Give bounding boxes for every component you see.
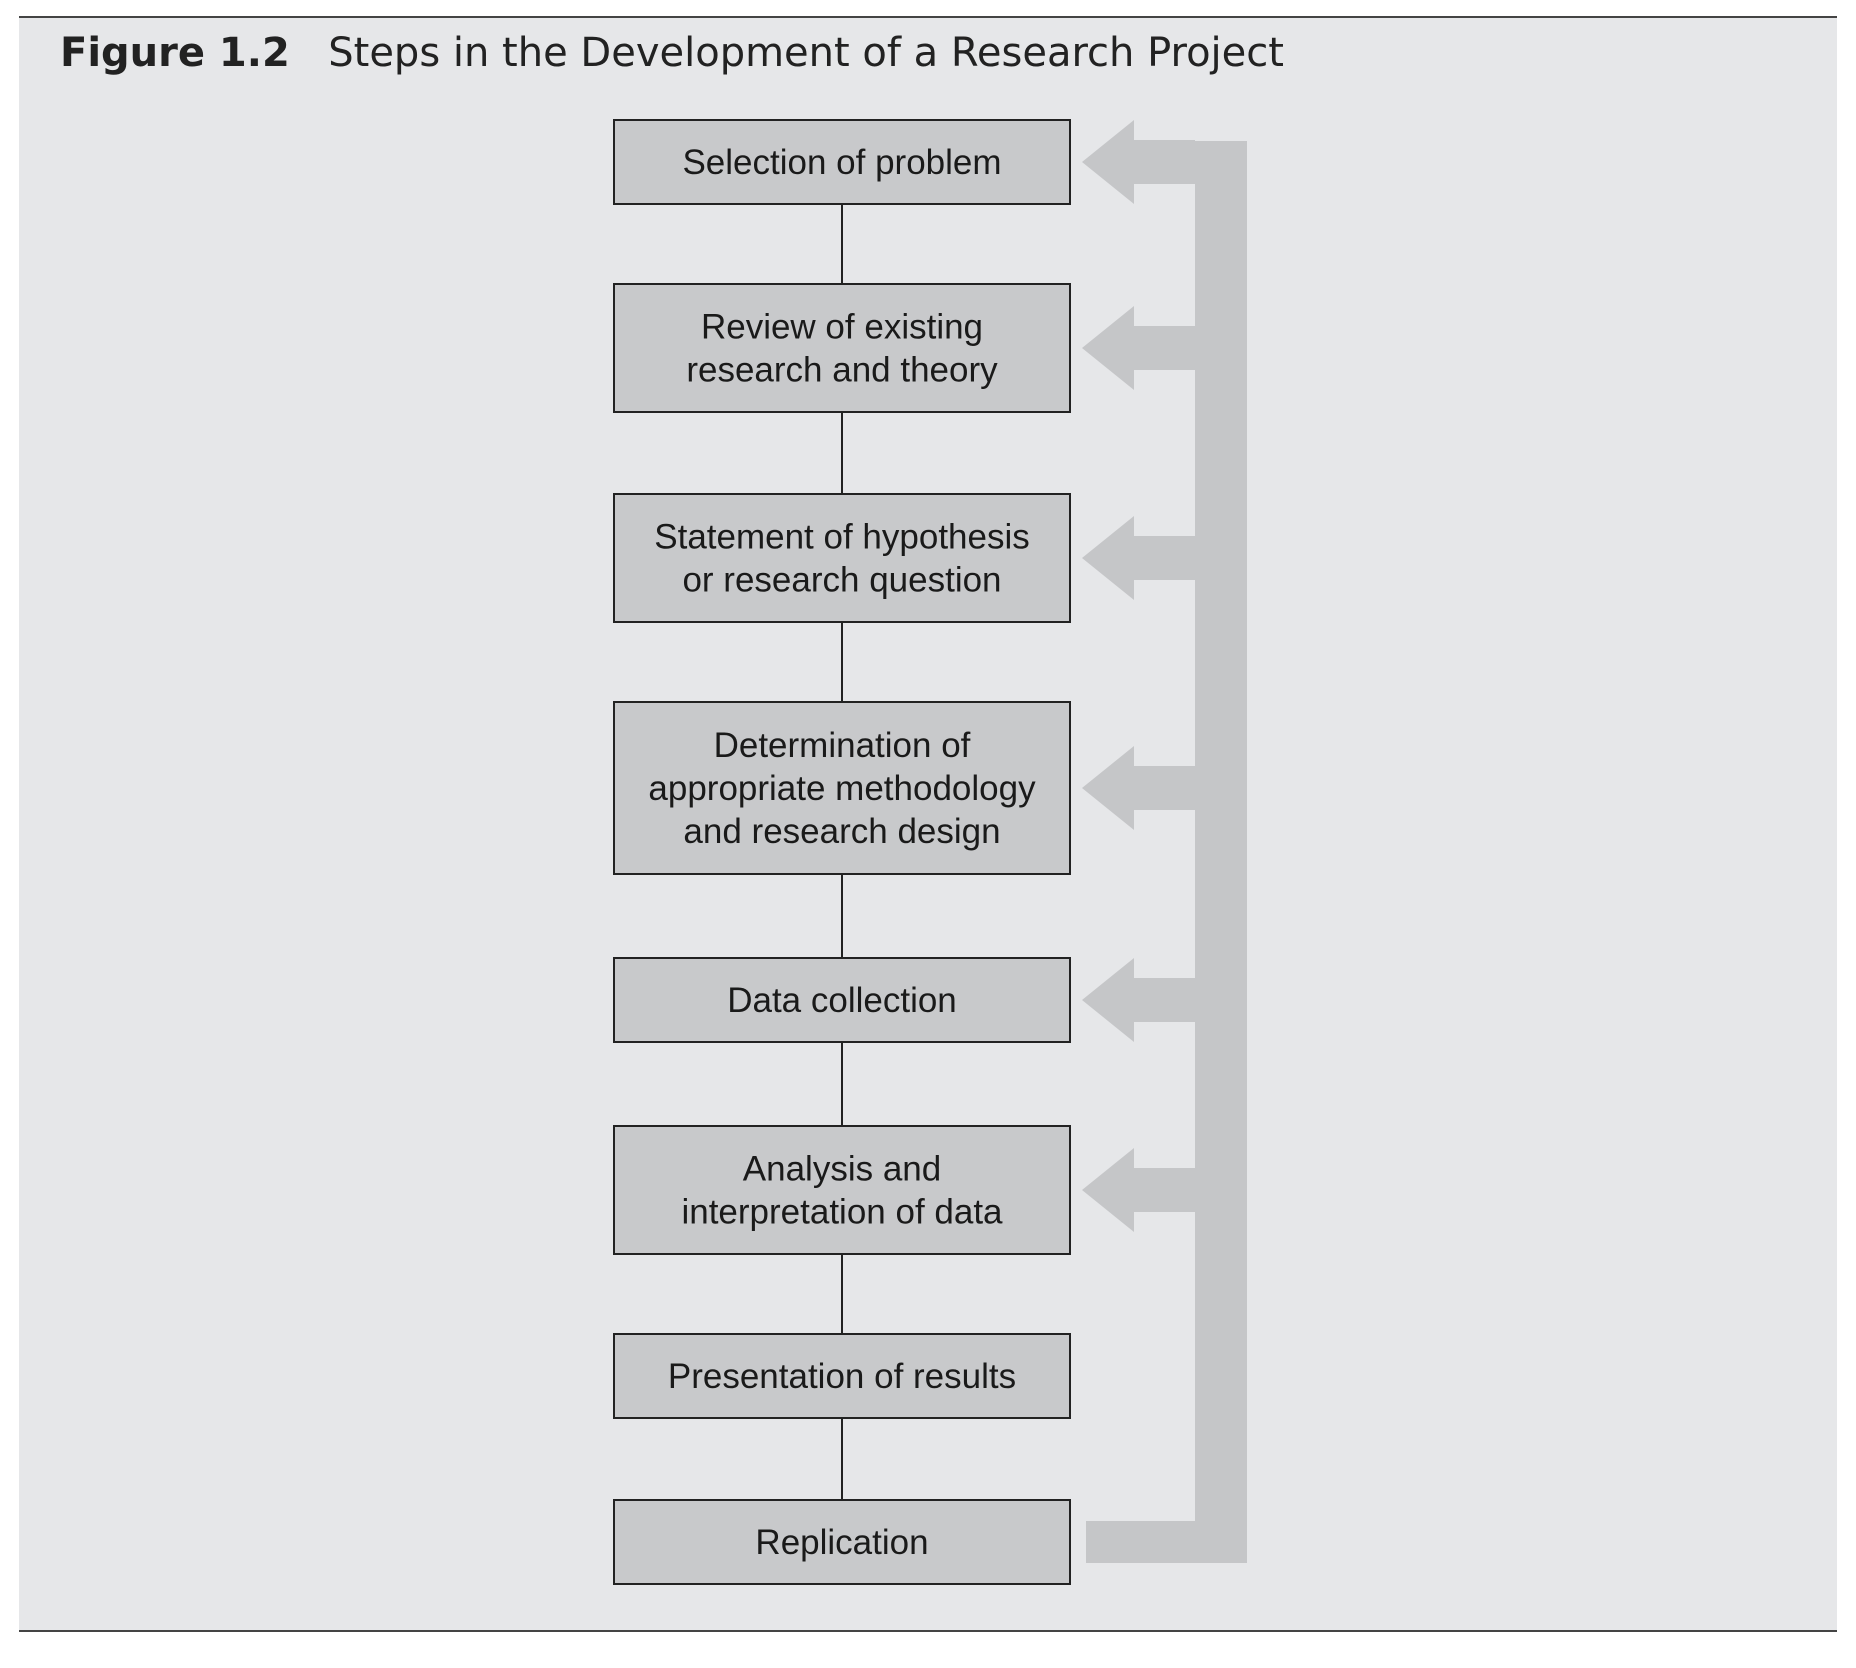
feedback-arrow-3 [1082,516,1195,600]
step-box-4 [613,701,1071,875]
feedback-arrow-4 [1082,746,1195,830]
feedback-arrow-6 [1082,1148,1195,1232]
step-label-3-line-2: or research question [682,561,1001,600]
step-label-6-line-1: Analysis and [743,1150,941,1189]
step-label-1-line-1: Selection of problem [682,143,1001,182]
feedback-arrow-5 [1082,958,1195,1042]
step-label-5-line-1: Data collection [727,981,957,1020]
step-box-8 [613,1499,1071,1585]
step-label-7-line-1: Presentation of results [668,1357,1016,1396]
step-label-8-line-1: Replication [755,1523,928,1562]
step-box-6 [613,1125,1071,1255]
step-box-7 [613,1333,1071,1419]
step-label-2-line-2: research and theory [686,351,998,390]
feedback-arrow-1 [1082,120,1195,204]
feedback-return-bar [1195,141,1247,1563]
step-box-5 [613,957,1071,1043]
figure-title: Steps in the Development of a Research P… [328,30,1284,76]
step-box-1 [613,119,1071,205]
step-label-4-line-2: appropriate methodology [648,769,1036,808]
figure-caption: Figure 1.2 Steps in the Development of a… [60,30,1284,76]
feedback-arrow-2 [1082,306,1195,390]
step-label-3-line-1: Statement of hypothesis [654,518,1030,557]
feedback-outflow [1086,1521,1195,1563]
step-box-2 [613,283,1071,413]
figure-label: Figure 1.2 [60,30,290,76]
step-label-2-line-1: Review of existing [701,308,983,347]
step-label-4-line-3: and research design [683,812,1000,851]
step-box-3 [613,493,1071,623]
step-label-4-line-1: Determination of [714,726,971,765]
step-label-6-line-2: interpretation of data [681,1193,1003,1232]
